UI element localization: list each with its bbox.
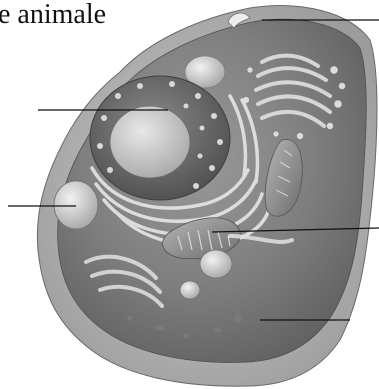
vesicle xyxy=(180,281,200,299)
nucleus xyxy=(90,76,230,200)
vesicle xyxy=(54,181,98,229)
vesicle xyxy=(200,250,232,278)
